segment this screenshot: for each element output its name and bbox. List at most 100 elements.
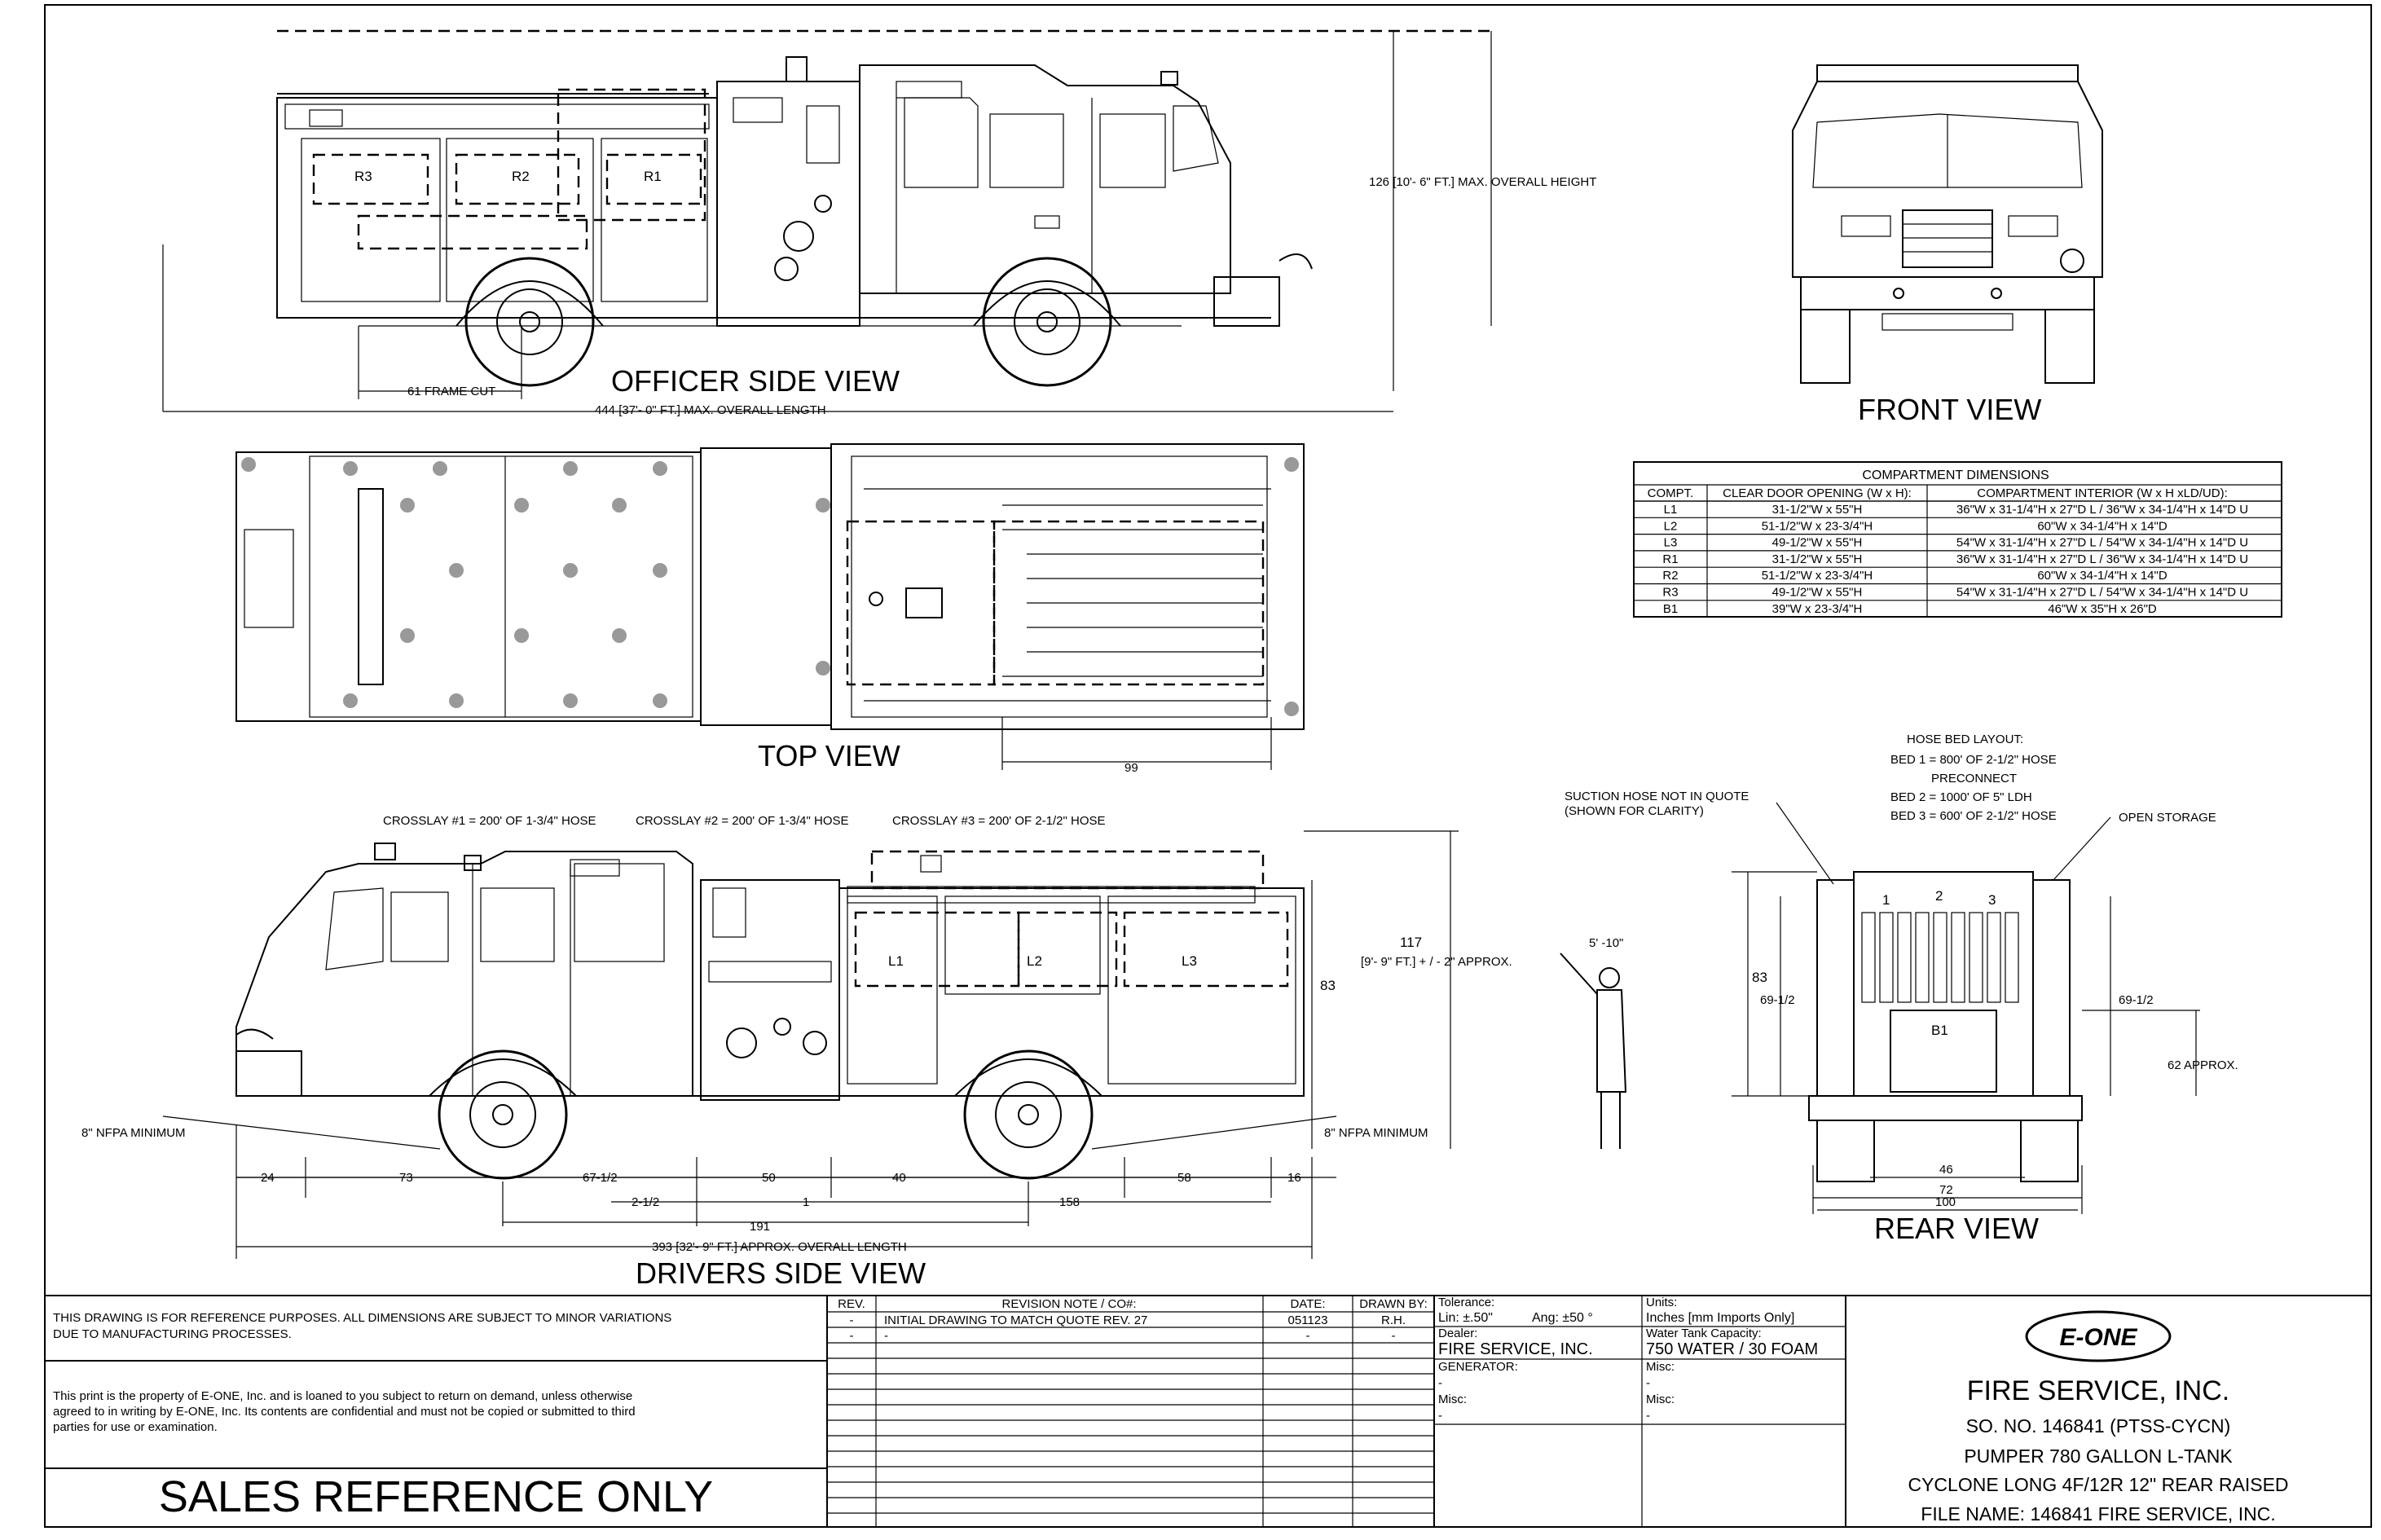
rear-dim-69-left: 69-1/2 [1760, 993, 1795, 1007]
misc-1-value: - [1646, 1376, 1650, 1390]
compartment-dimensions-table: COMPARTMENT DIMENSIONS COMPT. CLEAR DOOR… [1633, 461, 2282, 618]
drivers-length-dim: 393 [32'- 9" FT.] APPROX. OVERALL LENGTH [652, 1240, 907, 1254]
front-view-title: FRONT VIEW [1858, 393, 2041, 426]
dealer-value: FIRE SERVICE, INC. [1438, 1340, 1593, 1358]
compartment-label-r3: R3 [354, 169, 372, 184]
dim-40: 40 [892, 1171, 906, 1185]
hose-bed-line-4: BED 3 = 600' OF 2-1/2" HOSE [1890, 809, 2057, 823]
hose-bed-layout-notes: HOSE BED LAYOUT: BED 1 = 800' OF 2-1/2" … [1565, 733, 2216, 885]
person-scale-figure: 5' -10" [1560, 936, 1627, 1149]
drivers-dim-117-note: [9'- 9" FT.] + / - 2" APPROX. [1361, 955, 1512, 969]
diamond-plate-dot [343, 461, 358, 476]
tank-value: 750 WATER / 30 FOAM [1646, 1340, 1818, 1358]
hose-bed-line-1: BED 1 = 800' OF 2-1/2" HOSE [1890, 753, 2057, 767]
note-reference-b: DUE TO MANUFACTURING PROCESSES. [53, 1327, 292, 1341]
revision-rows: - INITIAL DRAWING TO MATCH QUOTE REV. 27 0… [850, 1313, 1406, 1343]
diamond-plate-dot [400, 498, 415, 513]
table-cell-interior: 36"W x 31-1/4"H x 27"D L / 36"W x 34-1/4… [1956, 503, 2248, 517]
misc-2-label: Misc: [1438, 1393, 1467, 1406]
drivers-dim-83: 83 [1320, 978, 1336, 993]
dim-2-1-2: 2-1/2 [632, 1195, 659, 1209]
rear-slat [1951, 912, 1965, 1003]
tank-label: Water Tank Capacity: [1646, 1327, 1762, 1340]
top-view: 99 TOP VIEW [235, 443, 1305, 775]
misc-3-label: Misc: [1646, 1393, 1675, 1406]
diamond-plate-dot [653, 563, 667, 578]
crosslay-2: CROSSLAY #2 = 200' OF 1-3/4" HOSE [636, 814, 849, 828]
e-one-logo-text: E-ONE [2059, 1324, 2137, 1351]
dim-50: 50 [762, 1171, 776, 1185]
table-cell-compt: L3 [1664, 536, 1678, 550]
note-property-b: agreed to in writing by E-ONE, Inc. Its … [53, 1405, 636, 1419]
table-cell-interior: 46"W x 35"H x 26"D [2048, 602, 2157, 616]
units-label: Units: [1646, 1296, 1677, 1309]
bed-number-2: 2 [1935, 888, 1943, 904]
nfpa-right: 8" NFPA MINIMUM [1324, 1126, 1428, 1140]
officer-side-view: 126 [10'- 6" FT.] MAX. OVERALL HEIGHT 61… [162, 29, 1596, 417]
units-value: Inches [mm Imports Only] [1646, 1311, 1794, 1325]
bed-number-3: 3 [1988, 892, 1996, 908]
compartment-label-l1: L1 [888, 953, 904, 969]
revision-cell: INITIAL DRAWING TO MATCH QUOTE REV. 27 [884, 1313, 1147, 1327]
dim-24: 24 [261, 1171, 275, 1185]
compartment-label-l2: L2 [1027, 953, 1042, 969]
note-reference: THIS DRAWING IS FOR REFERENCE PURPOSES. … [53, 1311, 671, 1325]
nfpa-left: 8" NFPA MINIMUM [81, 1126, 186, 1140]
officer-side-view-title: OFFICER SIDE VIEW [611, 364, 900, 398]
revision-cell: R.H. [1381, 1313, 1406, 1327]
diamond-plate-pattern [241, 457, 1299, 716]
rear-slat [1897, 912, 1912, 1003]
table-cell-door: 31-1/2"W x 55"H [1772, 503, 1863, 517]
dim-58: 58 [1177, 1171, 1191, 1185]
diamond-plate-dot [1284, 702, 1299, 716]
suction-note-1: SUCTION HOSE NOT IN QUOTE [1565, 790, 1749, 803]
rear-dim-83: 83 [1752, 970, 1767, 985]
diamond-plate-dot [343, 693, 358, 708]
rear-dim-46: 46 [1939, 1163, 1953, 1177]
diamond-plate-dot [816, 498, 830, 513]
table-cell-door: 39"W x 23-3/4"H [1772, 602, 1863, 616]
diamond-plate-dot [400, 628, 415, 643]
drivers-dim-117: 117 [1400, 935, 1422, 950]
misc-2-value: - [1438, 1409, 1442, 1423]
note-property-a: This print is the property of E-ONE, Inc… [53, 1389, 632, 1403]
dealer-label: Dealer: [1438, 1327, 1477, 1340]
diamond-plate-dot [433, 461, 447, 476]
table-cell-door: 49-1/2"W x 55"H [1772, 536, 1863, 550]
hose-bed-title: HOSE BED LAYOUT: [1907, 733, 2023, 746]
rear-slat [1987, 912, 2001, 1003]
table-cell-interior: 54"W x 31-1/4"H x 27"D L / 54"W x 34-1/4… [1956, 586, 2248, 600]
dim-1: 1 [803, 1195, 809, 1209]
rear-dim-62: 62 APPROX. [2168, 1058, 2238, 1072]
drivers-side-view: CROSSLAY #1 = 200' OF 1-3/4" HOSE CROSSL… [81, 814, 1627, 1290]
tolerance-label: Tolerance: [1438, 1296, 1494, 1309]
table-cell-compt: R2 [1662, 569, 1678, 583]
diamond-plate-dot [449, 563, 464, 578]
title-block: THIS DRAWING IS FOR REFERENCE PURPOSES. … [45, 1295, 2371, 1527]
compartment-label-b1: B1 [1931, 1023, 1948, 1038]
diamond-plate-dot [563, 461, 578, 476]
rear-slat [1861, 912, 1876, 1003]
table-cell-compt: R1 [1662, 552, 1678, 566]
table-header-interior: COMPARTMENT INTERIOR (W x H xLD/UD): [1977, 486, 2228, 500]
hose-bed-line-2: PRECONNECT [1931, 772, 2017, 785]
diamond-plate-dot [653, 461, 667, 476]
table-cell-compt: B1 [1663, 602, 1678, 616]
revision-cell: - [1306, 1329, 1310, 1343]
rev-header-drawn: DRAWN BY: [1359, 1297, 1428, 1311]
revision-cell: 051123 [1288, 1313, 1328, 1327]
dim-67: 67-1/2 [583, 1171, 618, 1185]
diamond-plate-dot [612, 628, 627, 643]
front-view: FRONT VIEW [1792, 64, 2103, 426]
dim-16: 16 [1287, 1171, 1301, 1185]
top-view-title: TOP VIEW [758, 739, 900, 772]
drivers-side-view-title: DRIVERS SIDE VIEW [636, 1256, 926, 1290]
rev-header-rev: REV. [838, 1297, 865, 1311]
generator-label: GENERATOR: [1438, 1360, 1518, 1374]
rear-dim-69-right: 69-1/2 [2119, 993, 2154, 1007]
chassis-description: CYCLONE LONG 4F/12R 12" REAR RAISED [1908, 1474, 2288, 1495]
rear-dim-72: 72 [1939, 1183, 1953, 1197]
table-cell-door: 51-1/2"W x 23-3/4"H [1762, 569, 1873, 583]
diamond-plate-dot [514, 498, 529, 513]
